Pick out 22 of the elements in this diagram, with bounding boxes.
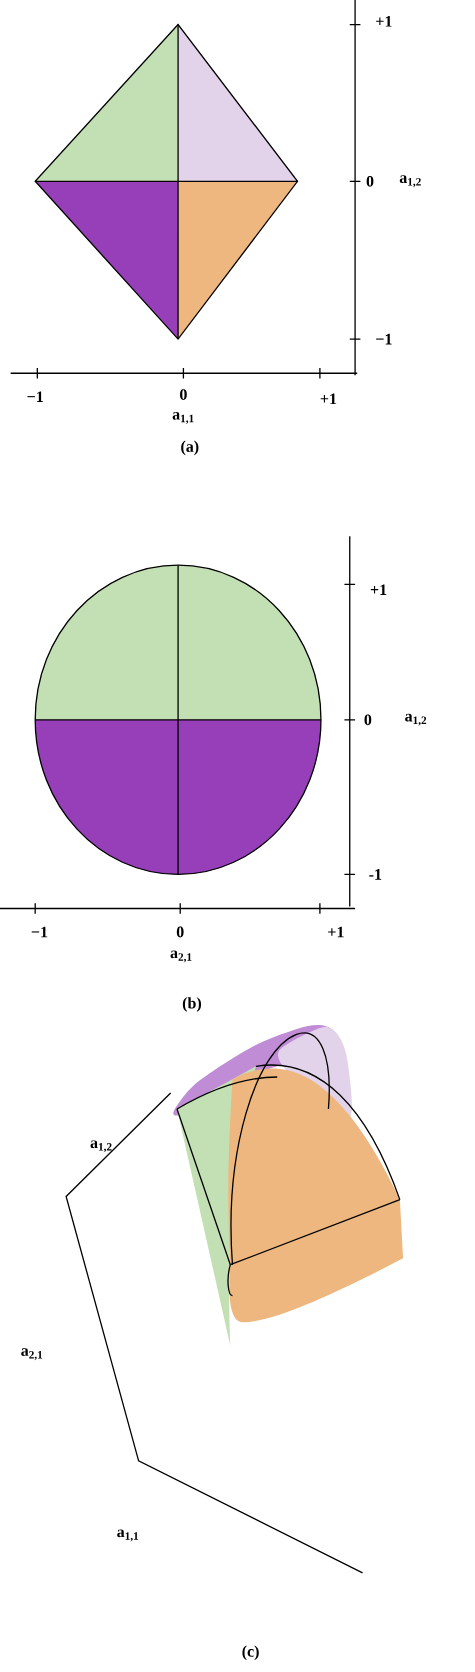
axis-label: a$_{1,1}$ — [172, 412, 194, 424]
tick-label: −1 — [31, 926, 48, 938]
tick-label: −1 — [376, 333, 392, 345]
tick-label: −1 — [27, 391, 44, 402]
axis-label: a$_{2,1}$ — [21, 1348, 43, 1361]
panel-caption: (b) — [183, 997, 202, 1012]
tick-label: +1 — [376, 16, 392, 27]
tick-label: 0 — [366, 175, 374, 187]
axis-label: a$_{1,2}$ — [90, 1140, 112, 1153]
tick-label: 0 — [364, 714, 372, 726]
tick-label: +1 — [328, 926, 344, 938]
tick-label: 0 — [177, 926, 184, 938]
tick-label: -1 — [369, 869, 382, 880]
tick-label: 0 — [180, 389, 188, 400]
axis-label: a$_{1,2}$ — [400, 175, 422, 188]
tick-label: +1 — [320, 393, 337, 405]
axis-label: a$_{2,1}$ — [170, 950, 192, 963]
panel-caption: (c) — [242, 1645, 259, 1661]
axis-label: a$_{1,1}$ — [117, 1529, 139, 1542]
panel-caption: (a) — [181, 440, 199, 456]
tick-label: +1 — [371, 584, 387, 595]
axis-label: a$_{1,2}$ — [405, 713, 427, 726]
